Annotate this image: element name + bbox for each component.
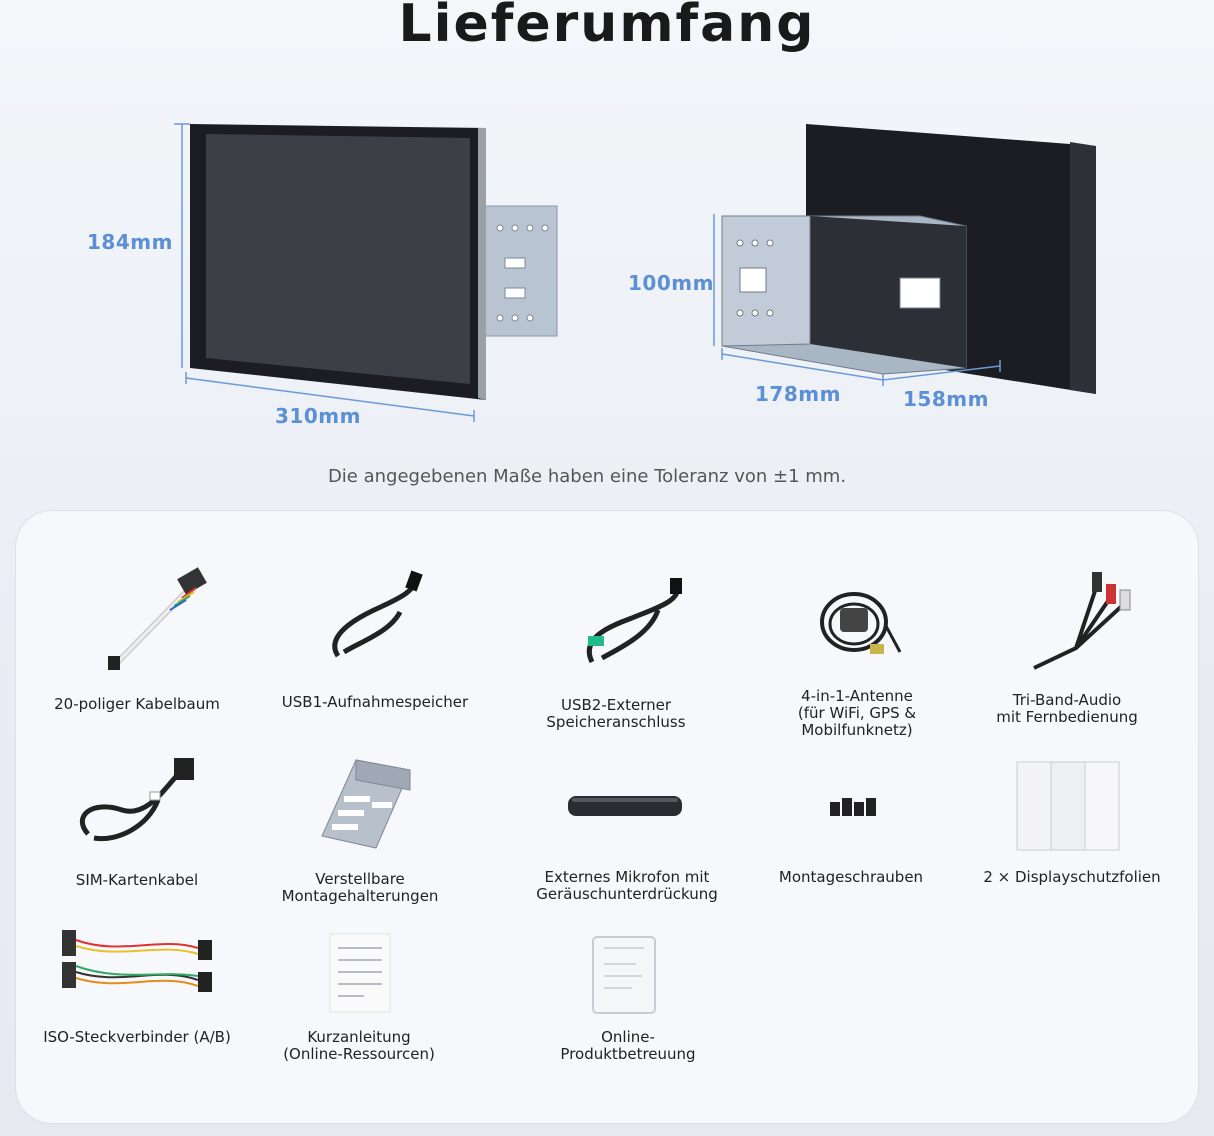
accessory-label: SIM-Kartenkabel: [75, 871, 199, 889]
antenna-icon: [820, 592, 902, 654]
tolerance-note: Die angegebenen Maße haben eine Toleranz…: [327, 466, 847, 487]
front-unit-illustration: [174, 123, 558, 422]
usb-cable-icon: [586, 578, 682, 664]
screws-icon: [830, 798, 876, 816]
audio-cable-icon: [1033, 572, 1131, 670]
accessory-label: 2 × Displayschutzfolien: [983, 868, 1161, 886]
accessory-label: 4-in-1-Antenne (für WiFi, GPS & Mobilfun…: [797, 687, 917, 739]
usb-cable-icon: [332, 570, 423, 658]
accessory-label: Externes Mikrofon mit Geräuschunterdrück…: [536, 868, 718, 903]
page-title: Lieferumfang: [398, 0, 816, 54]
screen-protector-icon: [1016, 761, 1120, 851]
wiring-harness-icon: [108, 567, 207, 670]
iso-connector-icon: [62, 930, 212, 992]
accessories-panel: [16, 511, 1198, 1123]
accessory-label: USB1-Aufnahmespeicher: [281, 693, 469, 711]
side-height-label: 100mm: [628, 271, 714, 295]
accessory-label: ISO-Steckverbinder (A/B): [43, 1028, 231, 1046]
accessory-label: Verstellbare Montagehalterungen: [281, 870, 439, 905]
bracket-icon: [321, 759, 411, 849]
accessory-label: Montageschrauben: [778, 868, 924, 886]
accessory-label: USB2-Externer Speicheranschluss: [546, 696, 686, 731]
front-height-label: 184mm: [87, 230, 173, 254]
accessory-label: 20-poliger Kabelbaum: [54, 695, 220, 713]
side-unit-illustration: [713, 124, 1096, 394]
support-card-icon: [592, 936, 656, 1014]
microphone-icon: [568, 796, 682, 816]
side-width-label: 178mm: [755, 382, 841, 406]
sim-cable-icon: [80, 758, 194, 842]
accessory-label: Online- Produktbetreuung: [560, 1028, 696, 1063]
accessory-label: Tri-Band-Audio mit Fernbedienung: [996, 691, 1138, 726]
side-depth-label: 158mm: [903, 387, 989, 411]
manual-icon: [329, 933, 391, 1013]
accessory-label: Kurzanleitung (Online-Ressourcen): [283, 1028, 435, 1063]
front-width-label: 310mm: [275, 404, 361, 428]
